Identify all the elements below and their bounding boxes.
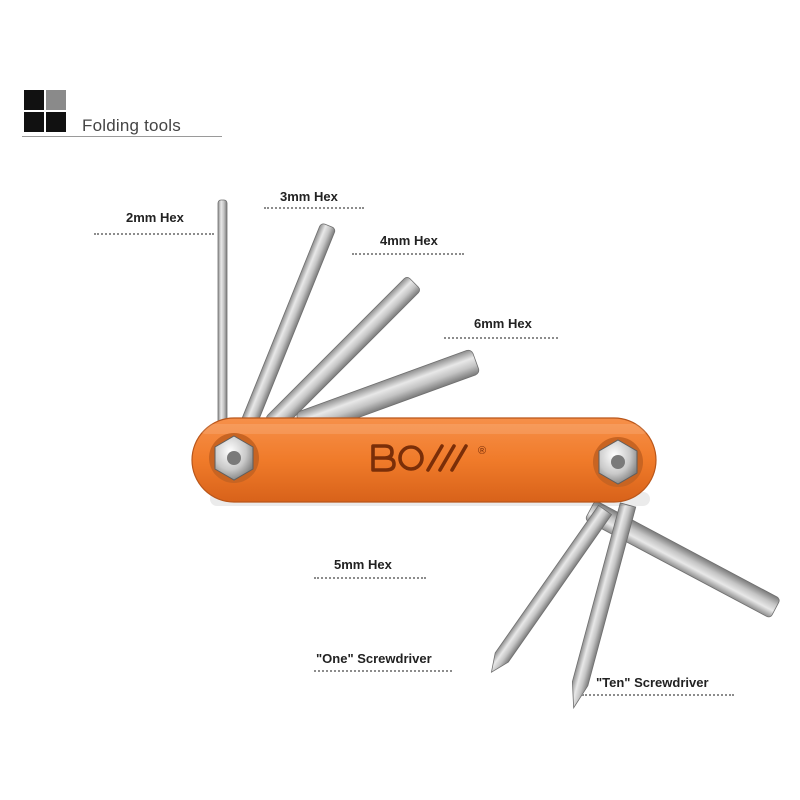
logo-square — [24, 90, 44, 110]
hex-5mm-bit — [585, 501, 780, 618]
logo-square — [24, 112, 44, 132]
right-bolt-icon — [593, 437, 643, 487]
hex-2mm-bit — [217, 199, 228, 431]
logo-square — [46, 90, 66, 110]
brand-logo — [371, 444, 468, 472]
label-6mm-hex: 6mm Hex — [474, 316, 532, 331]
section-divider — [22, 136, 222, 137]
section-title: Folding tools — [82, 116, 181, 135]
phillips-screwdriver-bit — [571, 502, 637, 710]
left-bolt-icon — [209, 433, 259, 483]
flat-screwdriver-bit — [490, 504, 613, 673]
leader-line — [444, 337, 558, 339]
leader-line — [352, 253, 464, 255]
leader-line — [264, 207, 364, 209]
label-4mm-hex: 4mm Hex — [380, 233, 438, 248]
label-3mm-hex: 3mm Hex — [280, 189, 338, 204]
leader-line — [314, 670, 452, 672]
logo-square — [46, 112, 66, 132]
label-2mm-hex: 2mm Hex — [126, 210, 184, 225]
registered-mark: ® — [478, 445, 486, 457]
leader-line — [314, 577, 426, 579]
section-logo-icon — [24, 90, 66, 132]
leader-line — [582, 694, 734, 696]
tool-body — [191, 417, 657, 503]
label-5mm-hex: 5mm Hex — [334, 557, 392, 572]
label-one-screwdriver: "One" Screwdriver — [316, 651, 432, 666]
label-ten-screwdriver: "Ten" Screwdriver — [596, 675, 709, 690]
leader-line — [94, 233, 214, 235]
